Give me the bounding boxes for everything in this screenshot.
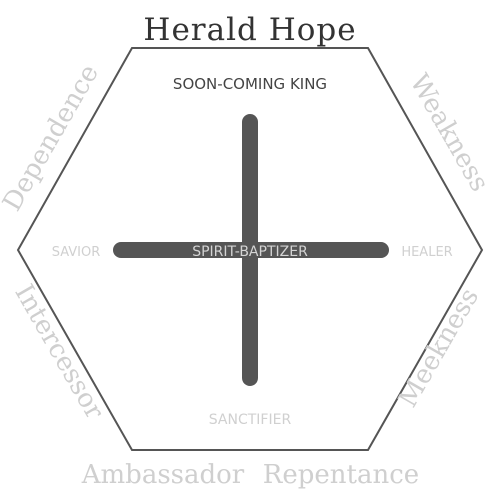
side-label-lower-right: Meekness: [393, 283, 485, 412]
side-label-bottom-left: Ambassador: [81, 460, 245, 490]
side-label-lower-left: Intercessor: [8, 280, 109, 425]
diagram-title: Herald Hope: [143, 12, 356, 48]
label-bottom: SANCTIFIER: [209, 412, 292, 428]
label-right: HEALER: [401, 245, 452, 260]
side-label-upper-left: Dependence: [0, 60, 105, 217]
side-label-bottom-right: Repentance: [263, 460, 419, 490]
label-left: SAVIOR: [52, 245, 101, 260]
label-middle: SPIRIT-BAPTIZER: [192, 244, 308, 260]
hexagon-outline: [16, 47, 484, 451]
label-top: SOON-COMING KING: [173, 75, 327, 93]
